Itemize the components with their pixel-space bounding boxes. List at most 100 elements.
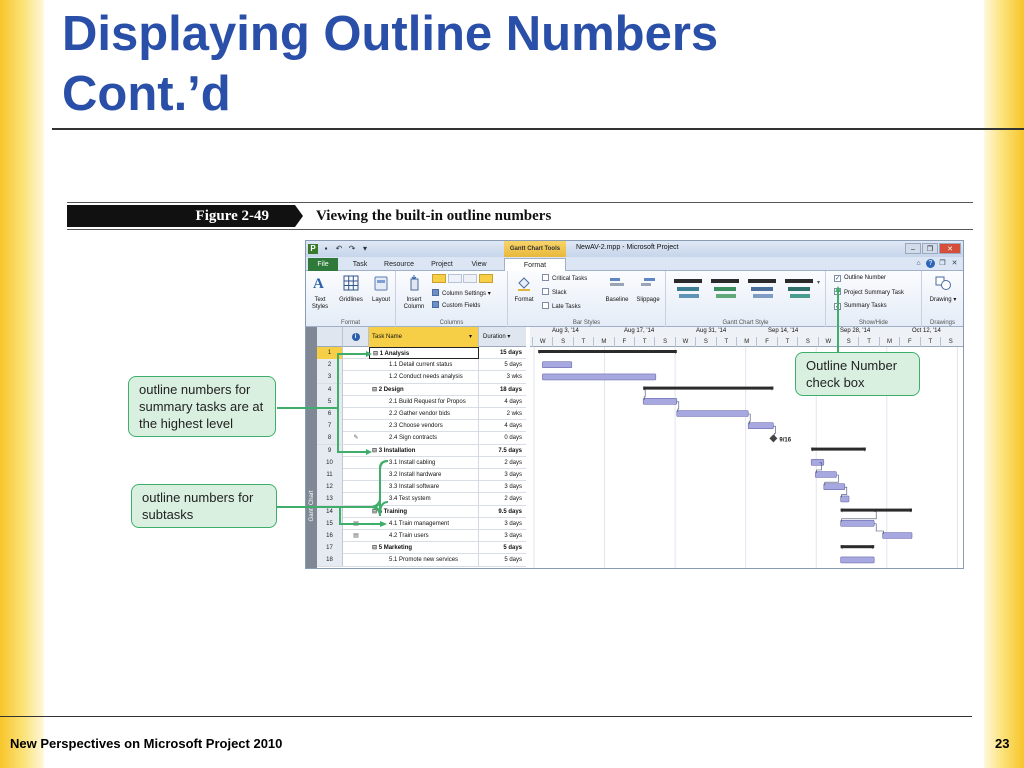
restore-icon[interactable]: ❐ bbox=[922, 243, 938, 254]
align-center-icon[interactable] bbox=[447, 274, 462, 283]
duration-cell[interactable]: 3 days bbox=[504, 484, 522, 491]
task-name-cell[interactable]: 1.1 Detail current status bbox=[369, 359, 479, 372]
customize-qat-icon[interactable]: ▾ bbox=[362, 244, 367, 253]
task-name-cell[interactable]: ⊟ 3 Installation bbox=[369, 444, 479, 457]
task-bar[interactable] bbox=[810, 459, 825, 466]
align-right-icon[interactable] bbox=[463, 274, 478, 283]
duration-cell[interactable]: 3 days bbox=[504, 472, 522, 478]
task-name-cell[interactable]: ⊟ 2 Design bbox=[369, 383, 479, 396]
summary-bar[interactable] bbox=[811, 447, 866, 451]
row-id[interactable]: 12 bbox=[317, 481, 343, 494]
custom-fields-button[interactable]: Custom Fields bbox=[432, 301, 480, 310]
task-name-cell[interactable]: ⊟ 5 Marketing bbox=[369, 542, 479, 555]
gantt-style-more-icon[interactable]: ▾ bbox=[817, 280, 821, 286]
duration-cell[interactable]: 18 days bbox=[499, 386, 522, 393]
task-name-cell[interactable]: 4.1 Train management bbox=[369, 517, 479, 530]
row-id[interactable]: 17 bbox=[317, 542, 343, 555]
duration-header[interactable]: Duration ▾ bbox=[483, 334, 511, 340]
table-row[interactable]: 4 ⊟ 2 Design 18 days bbox=[317, 383, 526, 396]
duration-cell[interactable]: 2 wks bbox=[506, 411, 522, 417]
row-id[interactable]: 5 bbox=[317, 395, 343, 408]
minimize-icon[interactable]: – bbox=[905, 243, 921, 254]
tab-format[interactable]: Format bbox=[504, 258, 566, 271]
outline-number-checkbox[interactable]: ✓Outline Number bbox=[834, 274, 886, 283]
milestone-marker[interactable] bbox=[769, 434, 778, 443]
task-bar[interactable] bbox=[882, 532, 913, 539]
column-settings-button[interactable]: Column Settings ▾ bbox=[432, 289, 491, 298]
collapse-icon[interactable]: ⊟ bbox=[372, 508, 379, 515]
row-id[interactable]: 9 bbox=[317, 444, 343, 457]
task-name-cell[interactable]: 3.1 Install cabling bbox=[369, 456, 479, 469]
align-buttons[interactable] bbox=[432, 274, 494, 283]
redo-icon[interactable]: ↷ bbox=[348, 244, 356, 253]
summary-bar[interactable] bbox=[538, 350, 677, 353]
task-name-cell[interactable]: ⊟ 4 Training bbox=[369, 505, 479, 518]
ribbon-collapse-icon[interactable]: ⌂ bbox=[916, 260, 921, 267]
save-icon[interactable]: ▪ bbox=[324, 244, 328, 253]
task-name-cell[interactable]: 4.2 Train users bbox=[369, 530, 479, 542]
view-bar[interactable]: Gantt Chart bbox=[306, 327, 317, 568]
summary-bar[interactable] bbox=[840, 545, 875, 549]
table-row[interactable]: 13 3.4 Test system 2 days bbox=[317, 493, 526, 506]
gantt-style-swatch-1[interactable] bbox=[674, 279, 702, 305]
critical-tasks-checkbox[interactable]: Critical Tasks bbox=[542, 274, 587, 283]
row-id[interactable]: 10 bbox=[317, 456, 343, 469]
task-name-cell[interactable]: 2.2 Gather vendor bids bbox=[369, 408, 479, 420]
task-name-header[interactable]: Task Name▾ bbox=[369, 327, 479, 347]
task-bar[interactable] bbox=[815, 471, 837, 478]
task-bar[interactable] bbox=[542, 361, 573, 368]
duration-cell[interactable]: 2 days bbox=[504, 496, 522, 503]
task-bar[interactable] bbox=[840, 520, 875, 527]
summary-bar[interactable] bbox=[840, 508, 912, 512]
duration-cell[interactable]: 3 days bbox=[504, 533, 522, 539]
duration-cell[interactable]: 5 days bbox=[504, 362, 522, 369]
task-bar[interactable] bbox=[840, 495, 850, 503]
gridlines-button[interactable]: Gridlines bbox=[336, 274, 366, 304]
task-bar[interactable] bbox=[642, 397, 678, 405]
row-id[interactable]: 4 bbox=[317, 383, 343, 396]
row-id[interactable]: 16 bbox=[317, 530, 343, 542]
task-name-cell[interactable]: 3.4 Test system bbox=[369, 493, 479, 506]
duration-cell[interactable]: 3 wks bbox=[506, 374, 522, 381]
duration-cell[interactable]: 0 days bbox=[504, 435, 522, 442]
task-bar[interactable] bbox=[840, 556, 875, 564]
tab-project[interactable]: Project bbox=[431, 261, 453, 268]
duration-cell[interactable]: 5 days bbox=[504, 557, 522, 564]
collapse-icon[interactable]: ⊟ bbox=[372, 545, 379, 552]
row-id[interactable]: 6 bbox=[317, 408, 343, 420]
baseline-button[interactable]: Baseline bbox=[602, 274, 632, 304]
slippage-button[interactable]: Slippage bbox=[632, 274, 664, 304]
row-id[interactable]: 13 bbox=[317, 493, 343, 506]
slack-checkbox[interactable]: Slack bbox=[542, 288, 567, 297]
duration-cell[interactable]: 4 days bbox=[504, 398, 522, 405]
duration-cell[interactable]: 9.5 days bbox=[498, 508, 522, 515]
late-tasks-checkbox[interactable]: Late Tasks bbox=[542, 302, 581, 311]
task-name-cell[interactable]: 2.3 Choose vendors bbox=[369, 420, 479, 433]
collapse-icon[interactable]: ⊟ bbox=[373, 351, 380, 357]
align-left-icon[interactable] bbox=[432, 274, 446, 283]
task-name-cell[interactable]: 3.2 Install hardware bbox=[369, 469, 479, 481]
task-name-cell[interactable]: 1.2 Conduct needs analysis bbox=[369, 371, 479, 384]
task-bar[interactable] bbox=[747, 422, 774, 429]
collapse-icon[interactable]: ⊟ bbox=[372, 447, 379, 454]
tab-resource[interactable]: Resource bbox=[384, 261, 414, 268]
drawing-button[interactable]: Drawing ▾ bbox=[925, 274, 961, 304]
select-all-header[interactable] bbox=[317, 327, 343, 347]
task-name-cell[interactable]: 2.4 Sign contracts bbox=[369, 432, 479, 445]
summary-tasks-checkbox[interactable]: ✓Summary Tasks bbox=[834, 302, 887, 311]
project-app-icon[interactable]: P bbox=[308, 244, 318, 254]
wrap-text-icon[interactable] bbox=[479, 274, 494, 283]
duration-cell[interactable]: 3 days bbox=[504, 520, 522, 527]
